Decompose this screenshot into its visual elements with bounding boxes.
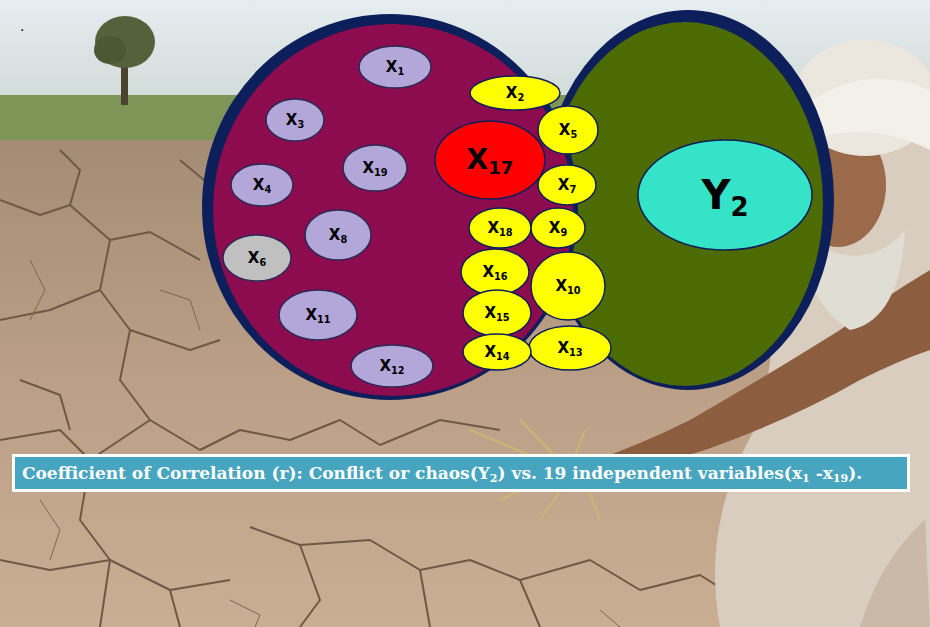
key-variable-ellipse: X17 [434, 120, 546, 200]
variable-name: X14 [484, 344, 509, 361]
variable-name: X18 [487, 220, 512, 237]
corner-mark: . [20, 18, 24, 34]
variable-name: X6 [248, 250, 266, 267]
variable-name: X13 [557, 340, 582, 357]
variable-name: X1 [386, 59, 404, 76]
variable-name: X7 [558, 177, 576, 194]
variable-ellipse: X18 [468, 207, 532, 249]
variable-ellipse: X16 [460, 248, 530, 296]
variable-name: X5 [559, 122, 577, 139]
variable-name: X15 [484, 305, 509, 322]
variable-ellipse: X14 [462, 333, 532, 371]
variable-name: X2 [506, 85, 524, 102]
dependent-variable-ellipse: Y2 [637, 139, 813, 251]
variable-name: X16 [482, 264, 507, 281]
variable-name: X10 [555, 278, 580, 295]
variable-ellipse: X2 [469, 75, 561, 111]
variable-name: X19 [362, 160, 387, 177]
variable-name: X9 [549, 220, 567, 237]
variable-ellipse: X7 [537, 164, 597, 206]
variable-ellipse: X5 [537, 105, 599, 155]
variable-name: X11 [305, 307, 330, 324]
variable-name: X3 [286, 112, 304, 129]
variable-ellipse: X9 [530, 207, 586, 249]
variable-ellipse: X19 [342, 144, 408, 192]
variable-name: X4 [253, 177, 271, 194]
variable-ellipse: X10 [530, 251, 606, 321]
variable-ellipse: X8 [304, 209, 372, 261]
variable-ellipse: X4 [230, 163, 294, 207]
variable-ellipse: X1 [358, 45, 432, 89]
variable-name: X8 [329, 227, 347, 244]
variable-ellipse: X3 [265, 98, 325, 142]
variable-ellipse: X6 [222, 234, 292, 282]
variable-ellipse: X13 [528, 325, 612, 371]
variable-ellipse: X15 [462, 289, 532, 337]
variable-ellipse: X12 [350, 344, 434, 388]
variable-name: X17 [467, 145, 514, 176]
caption-box: Coefficient of Correlation (r): Conflict… [12, 454, 910, 492]
variable-name: X12 [379, 358, 404, 375]
variable-ellipse: X11 [278, 289, 358, 341]
variable-name: Y2 [701, 173, 748, 217]
